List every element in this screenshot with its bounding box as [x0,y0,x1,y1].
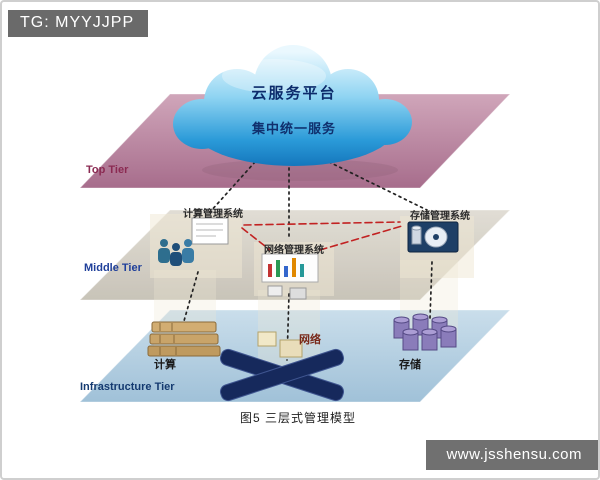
cloud-subtitle: 集中统一服务 [251,121,336,136]
cloud-shape [173,45,412,166]
cloud-title: 云服务平台 [251,85,337,102]
middle-tier-label: Middle Tier [84,262,142,274]
systems-red-dashed-links [241,221,403,251]
people-whiteboard-icon [158,217,229,266]
top-tier-label: Top Tier [86,164,129,176]
network-management-label: 网络管理系统 [264,245,324,256]
network-switch-icon [219,331,345,402]
server-stack-icon [147,321,221,357]
storage-cylinders-icon [393,313,457,351]
network-infra-label: 网络 [299,334,321,346]
cloud-to-systems-dotted-lines [209,161,428,241]
figure-caption: 图5 三层式管理模型 [239,411,356,425]
chart-panel-icon [261,253,319,300]
disk-monitor-icon [407,221,459,253]
infrastructure-tier-label: Infrastructure Tier [80,381,175,393]
storage-infra-label: 存储 [399,359,421,371]
compute-infra-label: 计算 [154,359,176,371]
watermark-top-left: TG: MYYJJPP [8,10,149,37]
compute-management-label: 计算管理系统 [183,209,243,220]
watermark-bottom-right: www.jsshensu.com [426,440,598,470]
cloud-shadow [202,159,398,181]
storage-management-label: 存储管理系统 [410,211,470,222]
